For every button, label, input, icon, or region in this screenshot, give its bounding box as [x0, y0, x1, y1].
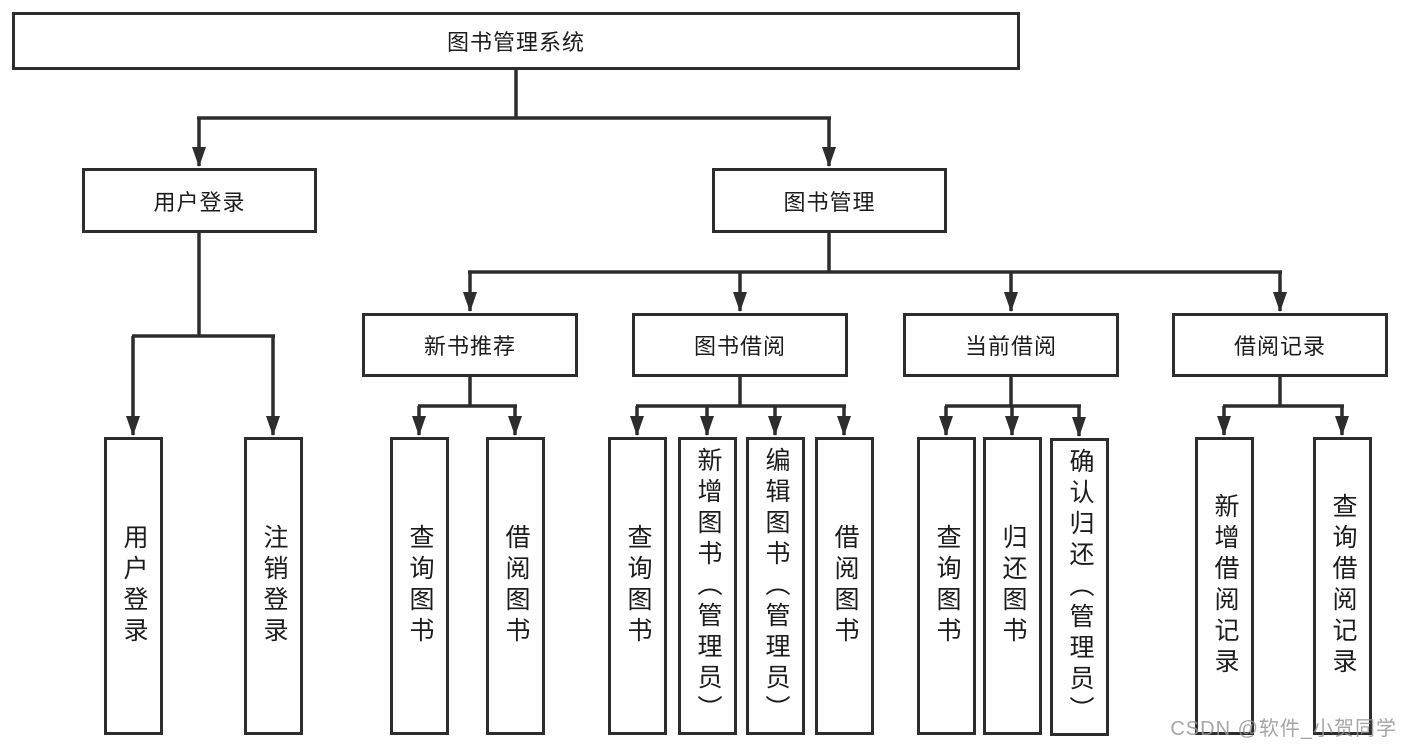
node-leaf-cb-confirm-return-label: 确认归还（管理员） — [1066, 447, 1094, 727]
node-leaf-bb-query-book-label: 查询图书 — [624, 524, 652, 648]
node-book-management-label: 图书管理 — [783, 189, 876, 215]
node-root: 图书管理系统 — [12, 12, 1020, 70]
node-borrow-record: 借阅记录 — [1172, 313, 1388, 377]
node-new-book-recommend: 新书推荐 — [362, 313, 578, 377]
node-leaf-user-login: 用户登录 — [104, 437, 163, 735]
node-leaf-cb-return-book-label: 归还图书 — [999, 524, 1027, 648]
node-leaf-bb-borrow-book-label: 借阅图书 — [831, 524, 859, 648]
node-leaf-nb-query-book-label: 查询图书 — [406, 524, 434, 648]
node-leaf-br-query-record: 查询借阅记录 — [1313, 437, 1372, 735]
node-leaf-nb-borrow-book: 借阅图书 — [486, 437, 545, 735]
node-leaf-logout-label: 注销登录 — [260, 524, 288, 648]
node-leaf-bb-query-book: 查询图书 — [608, 437, 667, 735]
node-leaf-logout: 注销登录 — [244, 437, 303, 735]
node-leaf-cb-return-book: 归还图书 — [983, 437, 1042, 735]
node-leaf-bb-edit-book: 编辑图书（管理员） — [746, 437, 805, 735]
node-leaf-bb-add-book-label: 新增图书（管理员） — [694, 446, 722, 726]
node-leaf-nb-borrow-book-label: 借阅图书 — [502, 524, 530, 648]
node-leaf-user-login-label: 用户登录 — [120, 524, 148, 648]
node-leaf-cb-query-book: 查询图书 — [917, 437, 976, 735]
node-book-borrow-label: 图书借阅 — [693, 334, 786, 359]
node-user-login: 用户登录 — [82, 168, 317, 233]
node-root-label: 图书管理系统 — [446, 30, 585, 55]
node-leaf-cb-confirm-return: 确认归还（管理员） — [1050, 438, 1109, 736]
node-user-login-label: 用户登录 — [153, 189, 246, 215]
node-current-borrow-label: 当前借阅 — [964, 334, 1057, 359]
node-book-borrow: 图书借阅 — [632, 313, 848, 377]
node-leaf-nb-query-book: 查询图书 — [390, 437, 449, 735]
node-leaf-bb-edit-book-label: 编辑图书（管理员） — [762, 446, 790, 726]
node-leaf-br-add-record-label: 新增借阅记录 — [1211, 493, 1239, 679]
node-new-book-recommend-label: 新书推荐 — [423, 334, 516, 359]
node-leaf-br-add-record: 新增借阅记录 — [1195, 437, 1254, 735]
node-borrow-record-label: 借阅记录 — [1233, 334, 1326, 359]
node-current-borrow: 当前借阅 — [903, 313, 1119, 377]
node-book-management: 图书管理 — [712, 168, 947, 233]
node-leaf-cb-query-book-label: 查询图书 — [933, 524, 961, 648]
node-leaf-bb-borrow-book: 借阅图书 — [815, 437, 874, 735]
node-leaf-br-query-record-label: 查询借阅记录 — [1329, 493, 1357, 679]
node-leaf-bb-add-book: 新增图书（管理员） — [678, 437, 737, 735]
csdn-watermark: CSDN @软件_小贺同学 — [1170, 718, 1397, 740]
